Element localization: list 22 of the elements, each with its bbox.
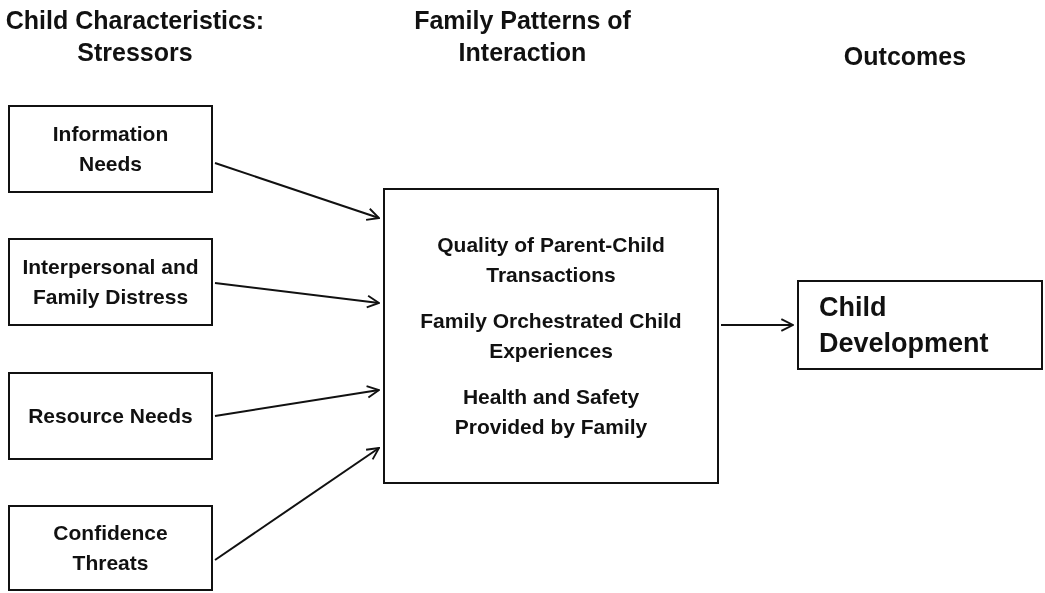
stressor-box bbox=[8, 372, 213, 460]
box-label: Health and Safety Provided by Family bbox=[453, 384, 649, 440]
arrow bbox=[214, 385, 380, 417]
outcome-box bbox=[797, 280, 1043, 370]
column-heading: Family Patterns of Interaction bbox=[413, 5, 632, 68]
box-label: Child Development bbox=[819, 291, 990, 360]
stressor-box bbox=[8, 505, 213, 591]
box-label: Family Orchestrated Child Experiences bbox=[419, 308, 683, 364]
column-heading: Outcomes bbox=[842, 41, 968, 72]
arrow bbox=[214, 282, 380, 309]
box-label: Interpersonal and Family Distress bbox=[21, 254, 200, 310]
box-label: Resource Needs bbox=[28, 403, 193, 429]
box-label: Confidence Threats bbox=[52, 520, 169, 576]
process-box bbox=[383, 188, 719, 484]
stressor-box bbox=[8, 105, 213, 193]
column-heading: Child Characteristics: Stressors bbox=[4, 5, 266, 68]
stressor-box bbox=[8, 238, 213, 326]
arrow bbox=[214, 447, 380, 561]
box-label: Information Needs bbox=[51, 121, 170, 177]
arrow bbox=[720, 318, 794, 332]
box-label: Quality of Parent-Child Transactions bbox=[436, 232, 666, 288]
arrow bbox=[214, 162, 380, 221]
